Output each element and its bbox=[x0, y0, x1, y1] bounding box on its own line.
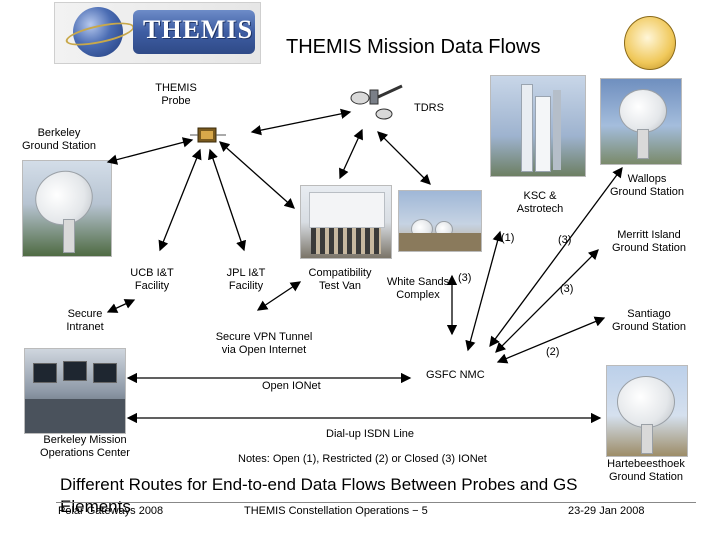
ksc-launch-photo bbox=[490, 75, 586, 177]
dialup-isdn-label: Dial-up ISDN Line bbox=[326, 428, 415, 440]
secure-vpn-label: Secure VPN Tunnel via Open Internet bbox=[215, 331, 313, 356]
berkeley-moc-label: Berkeley Mission Operations Center bbox=[40, 434, 130, 459]
slide-headline: Different Routes for End-to-end Data Flo… bbox=[60, 475, 578, 516]
compat-van-label: Compatibility Test Van bbox=[308, 267, 372, 292]
merritt-label: Merritt Island Ground Station bbox=[612, 229, 686, 254]
satellite-icon bbox=[190, 127, 226, 143]
route-code-merritt-3: (3) bbox=[560, 283, 574, 295]
link-tdrs-whitesands bbox=[377, 131, 431, 185]
gsfc-nmc-label: GSFC NMC bbox=[426, 369, 485, 381]
tdrs-label: TDRS bbox=[414, 102, 444, 114]
probe-label: THEMIS Probe bbox=[155, 82, 197, 107]
compatibility-van-photo bbox=[300, 185, 392, 259]
logo-text: THEMIS bbox=[143, 15, 254, 44]
footer-right: 23-29 Jan 2008 bbox=[568, 505, 645, 517]
jpl-it-label: JPL I&T Facility bbox=[226, 267, 266, 292]
notes-text: Notes: Open (1), Restricted (2) or Close… bbox=[238, 453, 487, 465]
themis-logo-icon bbox=[73, 7, 123, 57]
berkeley-dish-photo bbox=[22, 160, 112, 257]
ucb-it-label: UCB I&T Facility bbox=[130, 267, 174, 292]
route-code-ksc-3: (3) bbox=[558, 234, 572, 246]
white-sands-label: White Sands Complex bbox=[386, 276, 450, 301]
link-probe-berkeley bbox=[106, 137, 194, 165]
footer-left: Polar Gateways 2008 bbox=[58, 505, 164, 517]
link-probe-tdrs bbox=[250, 108, 352, 136]
footer-divider bbox=[56, 502, 696, 503]
footer-center: THEMIS Constellation Operations − 5 bbox=[244, 505, 428, 517]
wallops-label: Wallops Ground Station bbox=[610, 173, 684, 198]
themis-mascot-icon bbox=[624, 16, 676, 70]
link-santiago-gsfc bbox=[496, 316, 606, 364]
link-probe-ucb bbox=[158, 148, 202, 252]
secure-intranet-label: Secure Intranet bbox=[66, 308, 104, 333]
page-title: THEMIS Mission Data Flows bbox=[286, 36, 541, 58]
link-tdrs-van bbox=[339, 128, 363, 180]
berkeley-gs-label: Berkeley Ground Station bbox=[22, 127, 96, 152]
link-secure-vpn bbox=[256, 281, 302, 311]
hartebeesthoek-label: Hartebeesthoek Ground Station bbox=[607, 458, 685, 483]
route-code-ksc-1: (1) bbox=[501, 232, 515, 244]
link-probe-van bbox=[219, 141, 295, 209]
route-code-santiago-2: (2) bbox=[546, 346, 560, 358]
themis-logo: THEMIS bbox=[54, 2, 261, 64]
mission-operations-center-photo bbox=[24, 348, 126, 434]
ksc-label: KSC & Astrotech bbox=[516, 190, 564, 215]
open-ionet-label: Open IONet bbox=[262, 380, 321, 392]
link-secure-intranet bbox=[106, 299, 136, 313]
route-code-white-sands-3: (3) bbox=[458, 272, 472, 284]
link-merritt-gsfc bbox=[495, 249, 599, 353]
santiago-label: Santiago Ground Station bbox=[612, 308, 686, 333]
link-ksc-gsfc bbox=[465, 230, 503, 352]
hartebeesthoek-dish-photo bbox=[606, 365, 688, 457]
wallops-dish-photo bbox=[600, 78, 682, 165]
logo-plate bbox=[133, 10, 255, 54]
link-probe-jpl bbox=[208, 148, 246, 252]
tdrs-satellite-icon bbox=[350, 84, 403, 120]
